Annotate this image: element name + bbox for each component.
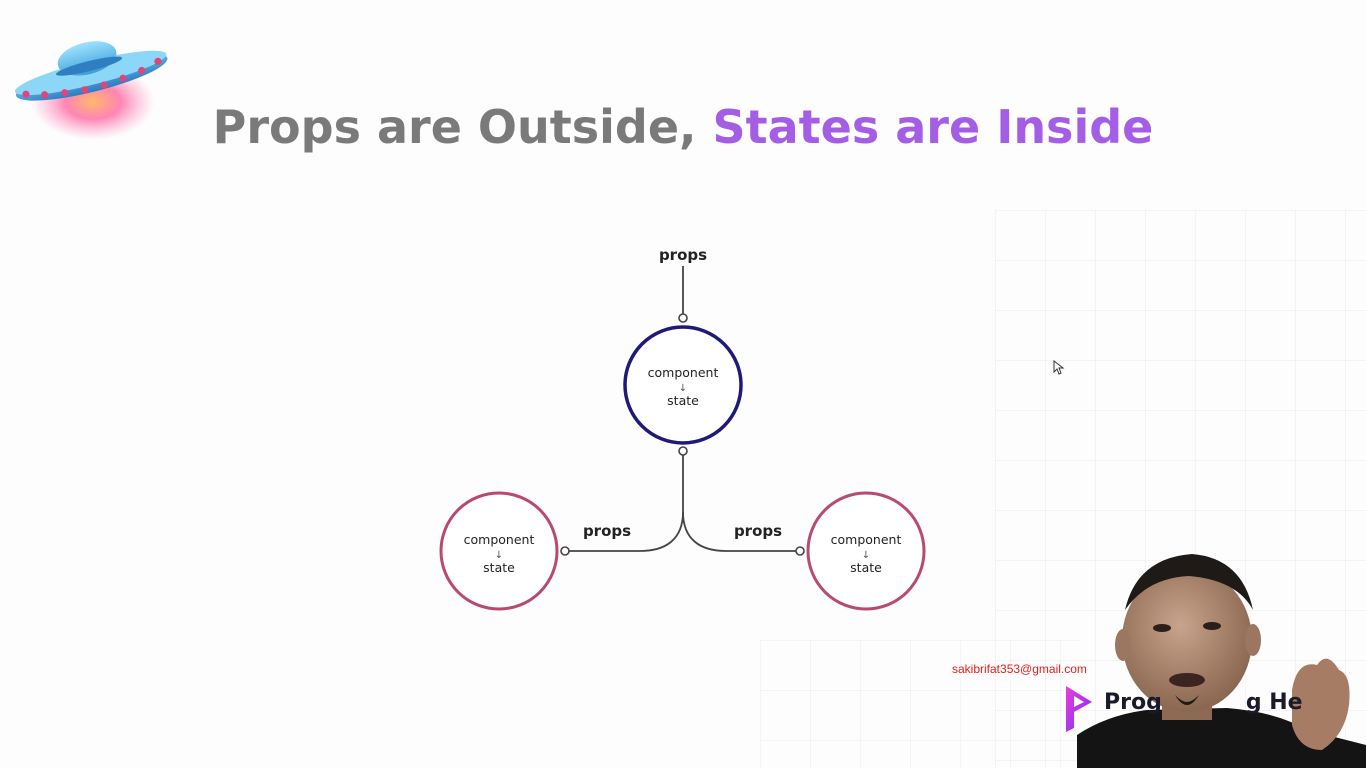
left-component-node: [439, 491, 559, 611]
right-component-node: [806, 491, 926, 611]
top-node-state-label: state: [667, 393, 699, 408]
ufo-icon: [14, 41, 168, 140]
top-props-label: props: [659, 246, 707, 264]
left-branch-connector: [560, 546, 570, 556]
right-node-arrow: ↓: [862, 550, 870, 561]
mouse-cursor-icon: [1053, 360, 1065, 375]
email-watermark: sakibrifat353@gmail.com: [952, 662, 1087, 676]
brand-name-start: Prog: [1104, 690, 1162, 715]
left-node-state-label: state: [483, 560, 515, 575]
top-component-node: [623, 325, 743, 445]
slide-title: Props are Outside, States are Inside: [0, 100, 1366, 154]
title-part-states: States are Inside: [712, 100, 1154, 154]
right-branch-connector: [795, 546, 805, 556]
top-node-arrow: ↓: [679, 383, 687, 394]
right-branch-line: [682, 511, 796, 552]
left-node-component-label: component: [464, 532, 535, 547]
left-node-arrow: ↓: [495, 550, 503, 561]
brand-name: Prog g He: [1104, 690, 1303, 715]
top-props-connector: [678, 313, 688, 323]
right-props-label: props: [734, 522, 782, 540]
presenter-webcam: [1077, 540, 1366, 768]
branch-connector-top: [678, 446, 688, 456]
top-node-component-label: component: [648, 365, 719, 380]
right-node-component-label: component: [831, 532, 902, 547]
right-node-state-label: state: [850, 560, 882, 575]
left-props-label: props: [583, 522, 631, 540]
brand-name-end: g He: [1245, 690, 1303, 715]
grid-background-bottom: [760, 640, 1080, 768]
programming-hero-logo-icon: [1066, 686, 1092, 732]
title-part-props: Props are Outside,: [212, 100, 713, 154]
presenter-video: [1077, 554, 1366, 768]
